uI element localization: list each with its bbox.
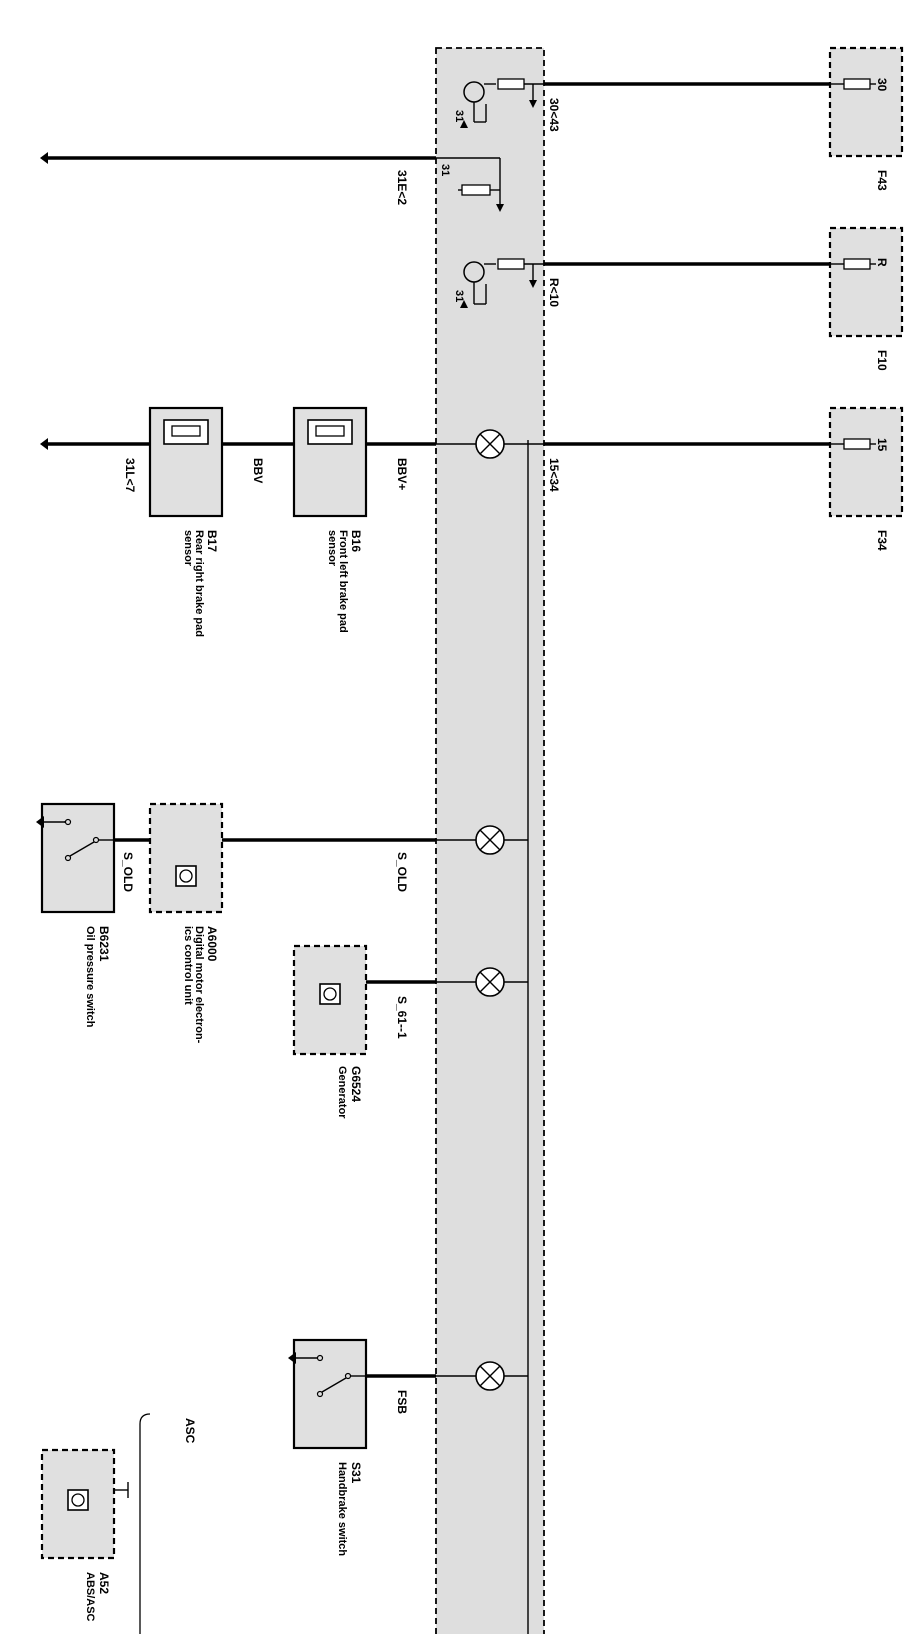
component-a52 — [40, 1448, 129, 1560]
b16-desc-1: Front left brake pad — [337, 530, 349, 633]
wire-label-s-old-outer: S_OLD — [395, 852, 409, 892]
b17-desc-2: sensor — [182, 530, 194, 567]
ground-arrow-1 — [460, 120, 468, 128]
lamp-handbrake — [436, 1361, 528, 1391]
component-b16 — [292, 406, 368, 518]
control-unit-icon — [175, 865, 197, 887]
ground-arrow-2 — [460, 300, 468, 308]
wire-label-bbv-plus: BBV+ — [395, 458, 409, 490]
b16-desc-2: sensor — [326, 530, 338, 567]
fuse-id-f10: F10 — [875, 350, 889, 371]
switch-contact — [321, 1377, 347, 1393]
fuse-id-f43: F43 — [875, 170, 889, 191]
fuse-icon — [843, 258, 871, 270]
ground-arrow-b6231 — [36, 816, 44, 828]
a52-id: A52 — [97, 1572, 111, 1594]
b17-id: B17 — [205, 530, 219, 552]
ground-arrow-s31 — [288, 1352, 296, 1364]
component-a6000 — [148, 802, 224, 914]
a52-desc-1: ABS/ASC — [84, 1572, 96, 1622]
g6524-id: G6524 — [349, 1066, 363, 1102]
wire-label-s-61: S_61--1 — [395, 996, 409, 1039]
s31-id: S31 — [349, 1462, 363, 1484]
asc-label: ASC — [183, 1418, 197, 1444]
b6231-desc-1: Oil pressure switch — [84, 926, 96, 1028]
a6000-desc-1: Digital motor electron- — [193, 926, 205, 1044]
ground-arrow-31e — [40, 152, 48, 164]
component-s31 — [288, 1338, 368, 1450]
fuse-box-f10 — [828, 226, 904, 338]
fuse-box-f34 — [828, 406, 904, 518]
brake-pad-sensor-icon — [163, 419, 209, 445]
control-unit-icon — [67, 1489, 89, 1511]
generator-icon — [319, 983, 341, 1005]
cluster-resistor-31e — [436, 157, 504, 212]
ground-label-31-1: 31 — [453, 110, 465, 122]
lamp-charge — [436, 967, 528, 997]
b6231-id: B6231 — [97, 926, 111, 962]
wire-label-s-old-inner: S_OLD — [121, 852, 135, 892]
g6524-desc-1: Generator — [336, 1066, 348, 1119]
switch-contact — [69, 841, 95, 857]
component-b6231 — [36, 802, 116, 914]
s31-desc-1: Handbrake switch — [336, 1462, 348, 1556]
brake-pad-sensor-icon — [307, 419, 353, 445]
lamp-brake-pad — [436, 429, 544, 459]
b17-desc-1: Rear right brake pad — [193, 530, 205, 637]
wire-label-fsb: FSB — [395, 1390, 409, 1414]
lamp-oil-pressure — [436, 825, 528, 855]
wire-label-r-10: R<10 — [547, 278, 561, 307]
b16-id: B16 — [349, 530, 363, 552]
wire-label-31e-2: 31E<2 — [395, 170, 409, 205]
fuse-id-f34: F34 — [875, 530, 889, 551]
wire-label-30-43: 30<43 — [547, 98, 561, 132]
wire-label-15-34: 15<34 — [547, 458, 561, 492]
a6000-id: A6000 — [205, 926, 219, 962]
cluster-transistor-2 — [460, 258, 544, 308]
ground-label-31-2: 31 — [439, 164, 451, 176]
component-g6524 — [292, 944, 368, 1056]
wire-label-31l-7: 31L<7 — [123, 458, 137, 493]
wire-label-bbv: BBV — [251, 458, 265, 483]
a6000-desc-2: ics control unit — [182, 926, 194, 1005]
cluster-transistor-1 — [460, 78, 544, 128]
ground-arrow-31l — [40, 438, 48, 450]
fuse-box-f43 — [828, 46, 904, 158]
fuse-pin-f10: R — [875, 258, 889, 267]
fuse-icon — [843, 438, 871, 450]
fuse-pin-f43: 30 — [875, 78, 889, 92]
component-b17 — [148, 406, 224, 518]
ground-label-31-3: 31 — [453, 290, 465, 302]
fuse-icon — [843, 78, 871, 90]
fuse-pin-f34: 15 — [875, 438, 889, 452]
asc-bracket — [139, 1413, 151, 1634]
